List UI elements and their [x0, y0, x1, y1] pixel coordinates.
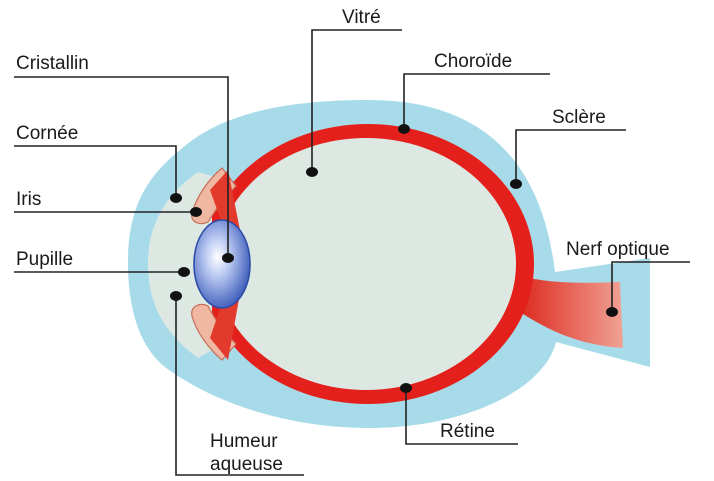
label-sclere: Sclère [552, 108, 606, 127]
dot-choroide [398, 124, 410, 134]
label-cristallin: Cristallin [16, 54, 89, 73]
label-cornee: Cornée [16, 124, 78, 143]
dot-iris [190, 207, 202, 217]
dot-humeur [170, 291, 182, 301]
label-humeur: Humeur [210, 432, 278, 451]
dot-vitre [306, 167, 318, 177]
label-retine: Rétine [440, 422, 495, 441]
leader-sclere [516, 130, 626, 184]
label-pupille: Pupille [16, 250, 73, 269]
dot-cornee [170, 193, 182, 203]
label-choroide: Choroïde [434, 52, 512, 71]
label-nerf-optique: Nerf optique [566, 240, 670, 259]
label-vitre: Vitré [342, 8, 381, 27]
dot-sclere [510, 179, 522, 189]
dot-cristallin [222, 253, 234, 263]
dot-pupille [178, 267, 190, 277]
dot-retine [400, 383, 412, 393]
lens [194, 220, 250, 308]
label-iris: Iris [16, 190, 41, 209]
label-aqueuse: aqueuse [210, 455, 283, 474]
vitreous-body [216, 138, 516, 390]
dot-nerf [606, 307, 618, 317]
